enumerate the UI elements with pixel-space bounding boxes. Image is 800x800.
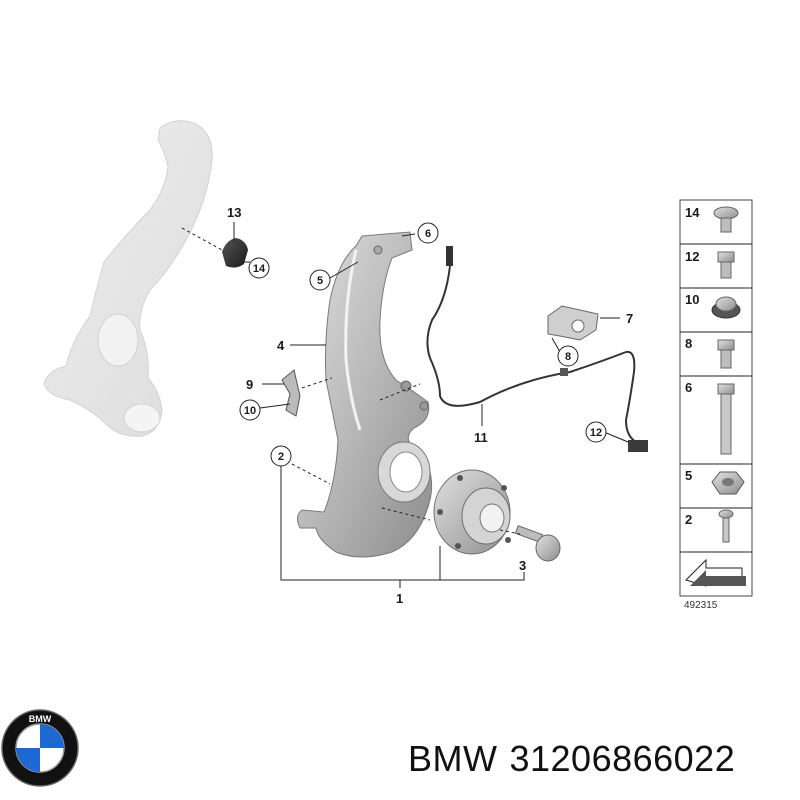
callout-4: 4 — [277, 338, 285, 353]
legend-item-12: 12 — [685, 249, 735, 279]
callout-10: 10 — [239, 399, 261, 421]
svg-text:3: 3 — [519, 558, 526, 573]
svg-text:7: 7 — [626, 311, 633, 326]
wheel-speed-sensor-cable — [426, 246, 648, 452]
svg-text:12: 12 — [590, 427, 602, 439]
small-bracket — [281, 369, 301, 417]
svg-text:BMW: BMW — [29, 714, 52, 724]
callout-7: 7 — [626, 311, 633, 326]
brand-name: BMW — [408, 738, 498, 779]
svg-text:492315: 492315 — [684, 600, 718, 611]
legend-item-6: 6 — [685, 380, 735, 455]
rubber-bump-stop — [181, 227, 248, 268]
svg-text:6: 6 — [685, 380, 692, 395]
callout-11: 11 — [474, 430, 488, 445]
callout-8: 8 — [557, 345, 579, 367]
svg-text:6: 6 — [425, 228, 431, 240]
callout-14: 14 — [248, 257, 270, 279]
svg-text:9: 9 — [246, 377, 253, 392]
svg-text:4: 4 — [277, 338, 285, 353]
bmw-logo: BMW — [1, 709, 79, 787]
svg-text:2: 2 — [685, 512, 692, 527]
fastener-legend: 14 12 10 8 6 5 2 — [679, 199, 753, 611]
svg-text:13: 13 — [227, 205, 241, 220]
svg-text:10: 10 — [685, 292, 699, 307]
callout-9: 9 — [246, 377, 253, 392]
legend-item-14: 14 — [685, 205, 739, 233]
callout-2: 2 — [270, 445, 292, 467]
legend-item-10: 10 — [685, 292, 741, 319]
svg-text:5: 5 — [685, 468, 692, 483]
svg-text:14: 14 — [685, 205, 700, 220]
svg-text:5: 5 — [317, 275, 323, 287]
wheel-hub — [433, 469, 511, 555]
svg-text:12: 12 — [685, 249, 699, 264]
arrow-icon — [685, 558, 746, 587]
svg-text:14: 14 — [253, 263, 266, 275]
legend-item-5: 5 — [685, 468, 745, 495]
brand-part-label: BMW 31206866022 — [408, 738, 747, 780]
ghost-steering-knuckle — [43, 120, 213, 437]
steering-knuckle — [296, 231, 433, 558]
callout-3: 3 — [519, 558, 526, 573]
legend-item-8: 8 — [685, 336, 735, 369]
part-number: 31206866022 — [509, 738, 736, 779]
legend-item-2: 2 — [685, 509, 734, 543]
callout-12: 12 — [585, 421, 607, 443]
leader-lines — [233, 222, 629, 588]
svg-text:11: 11 — [474, 430, 488, 445]
svg-text:2: 2 — [278, 451, 284, 463]
callout-5: 5 — [309, 269, 331, 291]
callout-6: 6 — [417, 222, 439, 244]
callout-1: 1 — [396, 591, 403, 606]
sensor-bracket — [547, 305, 599, 341]
hub-bolt — [514, 525, 561, 562]
svg-text:1: 1 — [396, 591, 403, 606]
svg-text:8: 8 — [565, 351, 571, 363]
callout-13: 13 — [227, 205, 241, 220]
svg-text:8: 8 — [685, 336, 692, 351]
svg-text:10: 10 — [244, 405, 256, 417]
